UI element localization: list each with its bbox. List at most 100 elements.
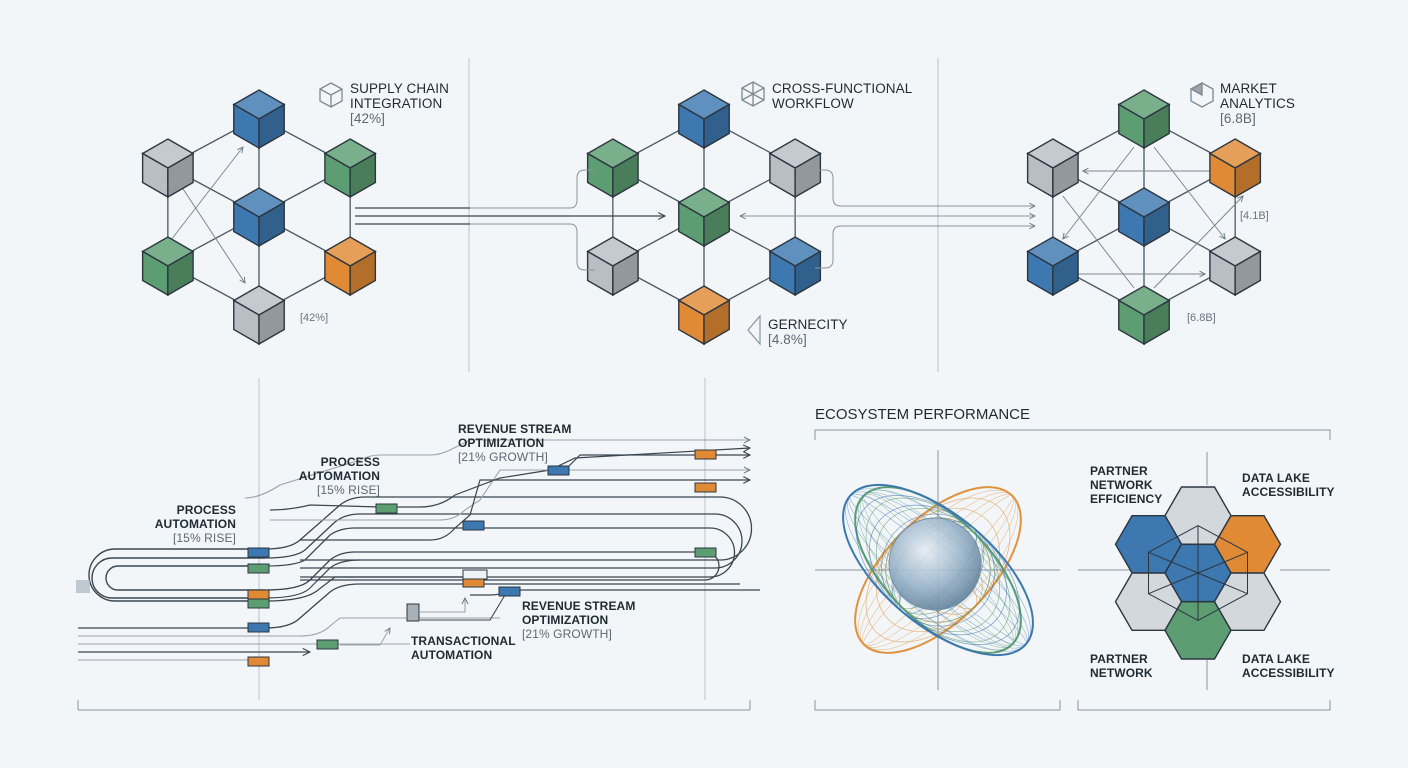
cube-outline-icon	[319, 82, 343, 108]
cube-node-green	[586, 138, 640, 199]
flow-path	[564, 455, 750, 471]
gernecity-label: GERNECITY [4.8%]	[768, 317, 848, 347]
flow-path	[88, 548, 265, 602]
flow-node-blue	[547, 465, 570, 476]
supply-chain-title-1: SUPPLY CHAIN	[350, 81, 449, 96]
label-line: NETWORK	[1090, 478, 1153, 492]
label-line: REVENUE STREAM	[522, 599, 636, 613]
flow-path	[78, 617, 500, 637]
flow-node-blue	[247, 547, 270, 558]
label-line: ACCESSIBILITY	[1242, 666, 1335, 680]
cube-node-green	[677, 187, 731, 248]
ecosystem-title: ECOSYSTEM PERFORMANCE	[815, 406, 1031, 423]
revenue-stream-label-1: REVENUE STREAM OPTIMIZATION [21% GROWTH]	[458, 422, 571, 464]
hex-wireframe	[1148, 525, 1248, 621]
process-flow-diagram	[76, 440, 760, 667]
market-analytics-network	[1026, 89, 1262, 346]
label-line: DATA LAKE	[1242, 471, 1311, 485]
cube-node-gray	[1026, 138, 1080, 199]
core-sphere	[888, 517, 982, 611]
label-line: AUTOMATION	[154, 517, 236, 531]
label-line: PARTNER	[1090, 464, 1148, 478]
cross-functional-title-1: CROSS-FUNCTIONAL	[772, 81, 913, 96]
label-line: NETWORK	[1090, 666, 1153, 680]
flow-path	[91, 557, 265, 599]
label-line: PARTNER	[1090, 652, 1148, 666]
label-value: [21% GROWTH]	[522, 627, 612, 641]
flow-node-white	[462, 569, 488, 580]
cube-node-gray	[586, 236, 640, 297]
label-line: ACCESSIBILITY	[1242, 485, 1335, 499]
market-analytics-title-1: MARKET	[1220, 81, 1277, 96]
flow-node-gray	[406, 603, 420, 622]
supply-chain-label: SUPPLY CHAIN INTEGRATION [42%]	[350, 81, 449, 126]
label-value: [21% GROWTH]	[458, 450, 548, 464]
flow-path	[264, 513, 743, 569]
revenue-stream-label-2: REVENUE STREAM OPTIMIZATION [21% GROWTH]	[522, 599, 635, 641]
label-line: OPTIMIZATION	[458, 436, 545, 450]
cross-functional-label: CROSS-FUNCTIONAL WORKFLOW	[772, 81, 912, 111]
flow-node-blue	[462, 520, 485, 531]
supply-chain-side-value: [42%]	[300, 312, 329, 324]
transactional-automation-label: TRANSACTIONAL AUTOMATION	[411, 634, 516, 662]
gernecity-value: [4.8%]	[768, 332, 807, 347]
flow-path	[420, 598, 465, 613]
supply-chain-network	[141, 89, 377, 346]
market-side-value-2: [6.8B]	[1187, 312, 1216, 324]
partner-network-label: PARTNER NETWORK	[1090, 652, 1153, 680]
flow-path	[340, 628, 390, 646]
flow-path	[264, 551, 720, 591]
flow-path	[269, 448, 750, 511]
data-lake-accessibility-label-top: DATA LAKE ACCESSIBILITY	[1242, 471, 1335, 499]
cube-node-blue	[1026, 236, 1080, 297]
market-analytics-label: MARKET ANALYTICS [6.8B]	[1220, 81, 1295, 126]
label-line: PROCESS	[176, 503, 236, 517]
flow-node-green	[247, 598, 270, 609]
flow-node-blue	[247, 622, 270, 633]
partner-network-efficiency-label: PARTNER NETWORK EFFICIENCY	[1090, 464, 1162, 506]
cube-node-orange	[323, 236, 377, 297]
flow-node-green	[694, 547, 717, 558]
flow-path	[105, 565, 265, 591]
market-analytics-value: [6.8B]	[1220, 111, 1256, 126]
supply-chain-title-2: INTEGRATION	[350, 96, 443, 111]
cube-node-gray	[1208, 236, 1262, 297]
supply-chain-value: [42%]	[350, 111, 386, 126]
cube-node-green	[323, 138, 377, 199]
cube-node-gray	[232, 285, 286, 346]
label-line: REVENUE STREAM	[458, 422, 572, 436]
cube-wireframe-icon	[741, 81, 765, 107]
flow-path	[264, 527, 736, 578]
section-dividers	[258, 58, 939, 700]
label-line: TRANSACTIONAL	[411, 634, 516, 648]
hex-node-green	[1164, 601, 1232, 660]
label-value: [15% RISE]	[172, 531, 236, 545]
label-line: AUTOMATION	[298, 469, 380, 483]
cube-node-gray	[141, 138, 195, 199]
flow-path	[264, 496, 753, 561]
flow-node-green	[375, 503, 398, 514]
flow-node-blue	[498, 586, 521, 597]
label-line: OPTIMIZATION	[522, 613, 609, 627]
flow-path	[264, 559, 361, 599]
cube-node-green	[1117, 285, 1171, 346]
cube-node-blue	[232, 187, 286, 248]
flow-source-marker	[76, 580, 90, 593]
label-line: EFFICIENCY	[1090, 492, 1163, 506]
cube-node-blue	[1117, 187, 1171, 248]
process-automation-label-2: PROCESS AUTOMATION [15% RISE]	[264, 455, 380, 497]
cross-functional-title-2: WORKFLOW	[772, 96, 854, 111]
cross-functional-network	[586, 89, 822, 346]
flow-path	[300, 480, 750, 541]
cube-node-green	[141, 236, 195, 297]
ecosystem-bracket	[814, 429, 1331, 711]
label-line: PROCESS	[320, 455, 380, 469]
ecosystem-orbit-sphere	[842, 483, 1034, 657]
flow-node-orange	[247, 656, 270, 667]
cube-node-blue	[232, 89, 286, 150]
flow-node-green	[316, 639, 339, 650]
label-line: AUTOMATION	[411, 648, 493, 662]
flow-path	[78, 583, 740, 629]
flow-path	[420, 594, 506, 621]
